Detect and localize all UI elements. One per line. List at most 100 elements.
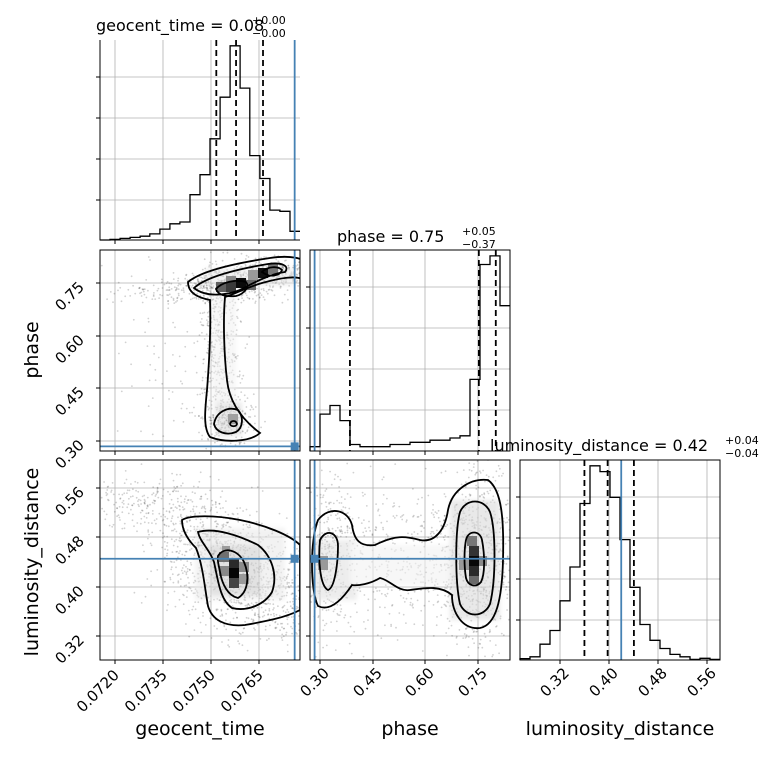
sample-point [170, 296, 173, 299]
sample-point [149, 503, 151, 506]
title-luminosity-distance-minus: −0.04 [725, 447, 759, 460]
sample-point [489, 630, 491, 633]
sample-point [288, 562, 291, 565]
sample-point [284, 587, 287, 590]
sample-point [162, 518, 165, 521]
sample-point [419, 525, 422, 527]
sample-point [464, 486, 467, 488]
sample-point [274, 621, 276, 624]
sample-point [252, 393, 255, 396]
sample-point [200, 388, 203, 390]
sample-point [430, 530, 433, 533]
sample-point [123, 482, 126, 484]
sample-point [436, 616, 438, 618]
sample-point [479, 495, 481, 498]
sample-point [201, 417, 204, 420]
sample-point [152, 284, 155, 287]
sample-point [288, 586, 290, 589]
sample-point [187, 576, 189, 579]
sample-point [227, 513, 230, 516]
sample-point [170, 566, 173, 569]
sample-point [237, 298, 240, 301]
sample-point [296, 279, 299, 282]
sample-point [206, 287, 209, 290]
sample-point [166, 545, 168, 547]
sample-point [340, 608, 343, 610]
sample-point [180, 289, 183, 292]
sample-point [200, 417, 202, 419]
sample-point [209, 419, 212, 422]
sample-point [172, 297, 175, 300]
sample-point [183, 498, 186, 501]
sample-point [177, 294, 180, 297]
sample-point [78, 526, 80, 528]
sample-point [155, 518, 158, 520]
sample-point [263, 289, 265, 292]
truth-marker-phase-luminosity-distance [310, 554, 319, 563]
sample-point [206, 405, 209, 408]
sample-point [296, 574, 299, 577]
sample-point [183, 594, 185, 597]
sample-point [323, 600, 325, 603]
sample-point [210, 508, 213, 511]
sample-point [203, 505, 206, 508]
sample-point [421, 524, 423, 527]
sample-point [225, 612, 228, 615]
sample-point [204, 388, 207, 391]
sample-point [165, 524, 168, 527]
sample-point [119, 519, 121, 521]
sample-point [398, 612, 401, 614]
sample-point [201, 268, 204, 271]
sample-point [474, 663, 476, 665]
sample-point [121, 501, 124, 504]
sample-point [175, 551, 178, 553]
sample-point [310, 491, 312, 494]
sample-point [248, 604, 251, 607]
sample-point [402, 597, 405, 599]
sample-point [506, 555, 509, 558]
sample-point [257, 615, 260, 618]
sample-point [486, 490, 489, 493]
sample-point [387, 588, 390, 590]
sample-point [427, 590, 430, 593]
sample-point [195, 518, 198, 521]
sample-point [207, 243, 209, 245]
sample-point [340, 496, 343, 498]
sample-point [203, 295, 205, 297]
sample-point [315, 457, 317, 459]
sample-point [236, 315, 238, 318]
sample-point [209, 617, 212, 620]
sample-point [191, 272, 194, 275]
sample-point [489, 629, 491, 631]
sample-point [446, 585, 449, 587]
sample-point [176, 550, 179, 553]
sample-point [330, 621, 332, 623]
sample-point [127, 503, 130, 506]
sample-point [186, 570, 189, 573]
sample-point [254, 614, 256, 617]
sample-point [243, 627, 246, 630]
sample-point [412, 515, 414, 518]
sample-point [237, 601, 240, 604]
sample-point [338, 486, 340, 488]
sample-point [523, 473, 525, 475]
sample-point [176, 486, 178, 488]
sample-point [502, 577, 505, 580]
sample-point [133, 525, 135, 528]
sample-point [189, 587, 192, 590]
sample-point [529, 576, 531, 578]
sample-point [238, 441, 241, 444]
sample-point [375, 529, 377, 532]
sample-point [166, 549, 169, 551]
sample-point [149, 542, 152, 545]
sample-point [283, 293, 286, 296]
sample-point [304, 621, 306, 623]
sample-point [241, 377, 244, 380]
sample-point [176, 297, 179, 300]
sample-point [170, 538, 173, 541]
sample-point [177, 277, 180, 280]
sample-point [248, 290, 251, 293]
sample-point [507, 676, 509, 678]
frame-luminosity-distance-hist [519, 459, 721, 661]
sample-point [126, 492, 128, 494]
